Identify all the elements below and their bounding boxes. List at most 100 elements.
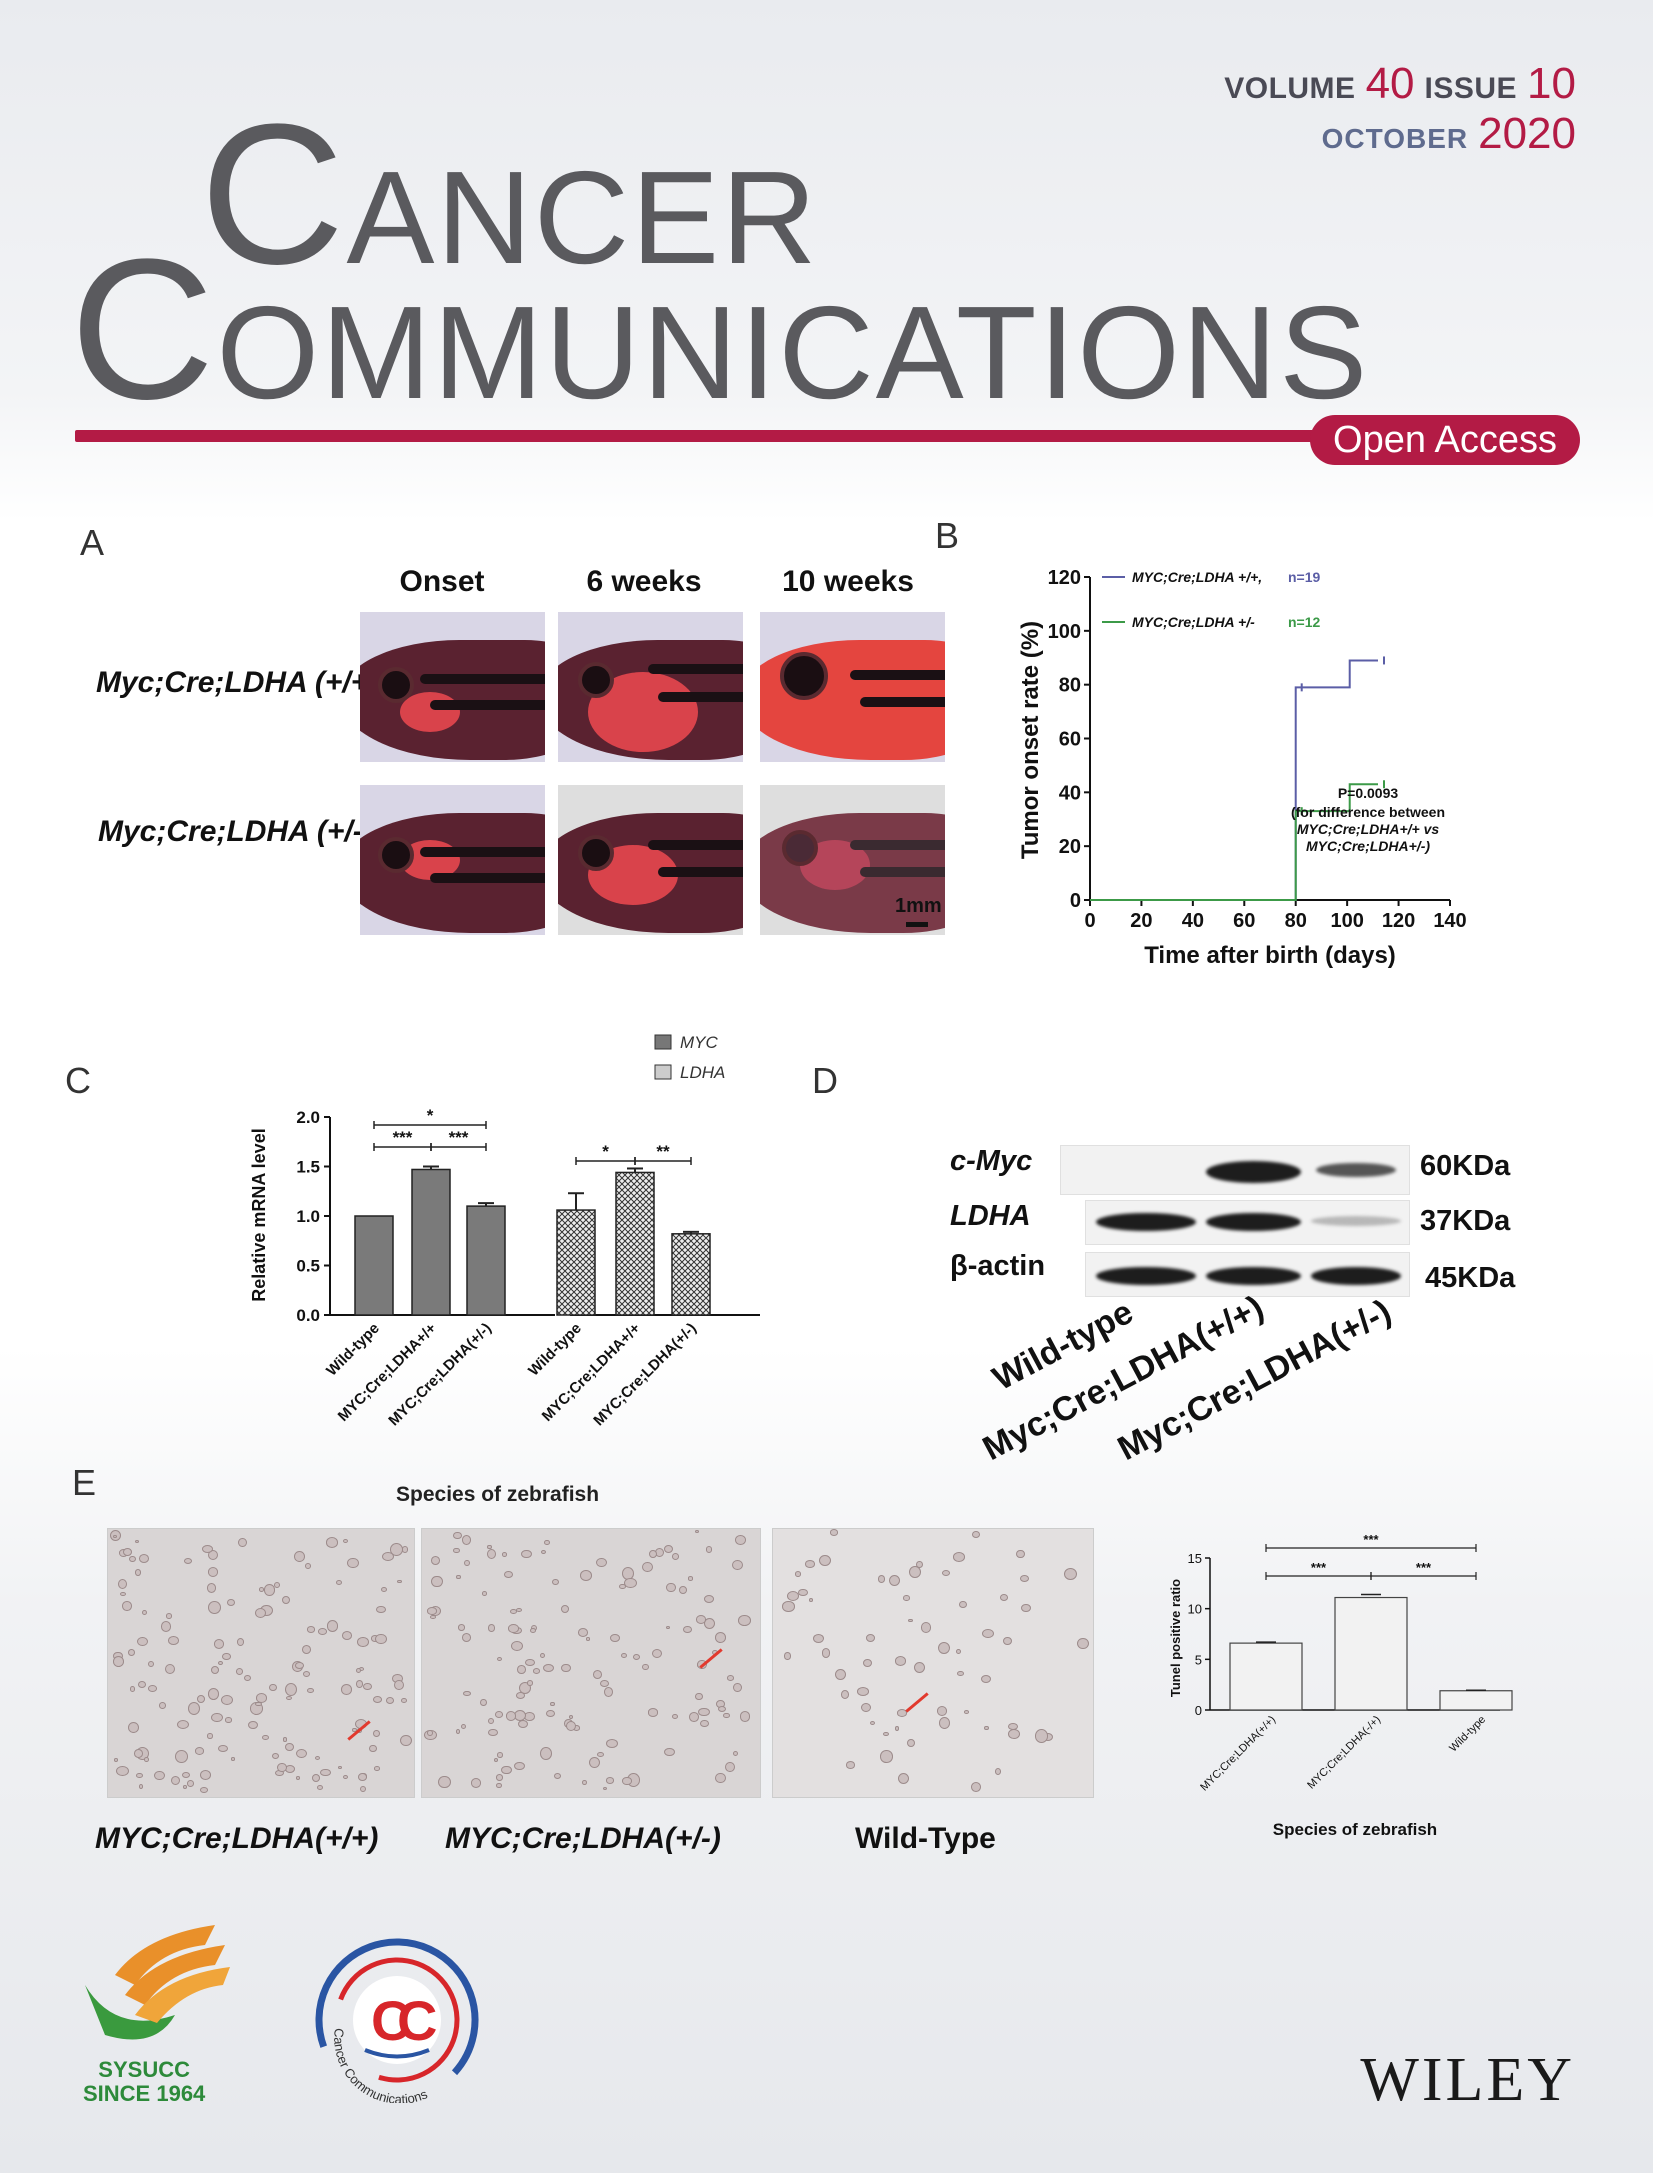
cell	[482, 1591, 488, 1596]
cell	[120, 1592, 127, 1597]
cell	[122, 1601, 132, 1611]
cell	[561, 1663, 571, 1673]
bar	[411, 1168, 451, 1316]
blot-size-cmyc: 60KDa	[1420, 1150, 1511, 1182]
cell	[335, 1580, 342, 1586]
y-tick-label: 1.5	[296, 1158, 320, 1177]
cell	[170, 1775, 181, 1786]
blot-label-ldha: LDHA	[950, 1200, 1031, 1232]
cell	[208, 1601, 221, 1614]
cell	[581, 1780, 587, 1785]
cell	[541, 1549, 547, 1555]
cell	[327, 1620, 339, 1632]
panel-label-c: C	[65, 1060, 91, 1101]
cell	[687, 1576, 694, 1581]
cell	[942, 1569, 951, 1576]
cell	[165, 1613, 173, 1620]
cell	[695, 1615, 706, 1624]
significance-label: *	[427, 1106, 434, 1125]
cell	[1016, 1549, 1026, 1559]
cell	[509, 1609, 517, 1615]
cell	[139, 1553, 150, 1563]
cell	[1000, 1593, 1009, 1601]
cell	[460, 1724, 466, 1730]
cell	[543, 1539, 550, 1546]
blot-strip-actin	[1085, 1252, 1410, 1297]
cell	[373, 1729, 380, 1737]
cell	[914, 1661, 926, 1674]
cell	[113, 1534, 118, 1539]
cell	[301, 1645, 311, 1655]
cell	[798, 1589, 808, 1597]
cell	[856, 1687, 870, 1697]
bar	[671, 1233, 711, 1316]
cell	[958, 1600, 967, 1609]
cell	[526, 1679, 533, 1686]
cell	[217, 1744, 229, 1753]
cell	[201, 1545, 213, 1554]
cell	[263, 1584, 275, 1596]
cell	[187, 1780, 195, 1787]
cell	[453, 1547, 460, 1554]
cell	[167, 1636, 179, 1645]
y-tick-label: 5	[1195, 1652, 1202, 1667]
x-tick-label: Wild-type	[525, 1320, 585, 1380]
bar	[1334, 1596, 1408, 1711]
cell	[127, 1722, 140, 1734]
cell	[906, 1738, 916, 1748]
sysucc-name: SYSUCC	[98, 2057, 190, 2082]
cell	[505, 1711, 517, 1721]
cell	[431, 1555, 441, 1565]
cell	[652, 1648, 663, 1658]
significance-label: *	[602, 1142, 609, 1161]
x-tick-label: MYC;Cre;LDHA(+/-)	[385, 1320, 495, 1430]
cell	[585, 1637, 590, 1641]
cell	[897, 1772, 910, 1785]
fish-photo-wt-6weeks	[558, 612, 743, 762]
cell	[994, 1767, 1002, 1776]
y-tick-label: 60	[1059, 729, 1081, 751]
cell	[503, 1570, 513, 1578]
row-ldha-wt: Myc;Cre;LDHA (+/+)	[96, 666, 379, 699]
blot-label-actin: β-actin	[950, 1250, 1046, 1282]
cell	[597, 1752, 604, 1758]
y-tick-label: 0	[1070, 890, 1081, 912]
cell	[211, 1712, 223, 1723]
blot-size-ldha: 37KDa	[1420, 1205, 1511, 1237]
cell	[159, 1702, 166, 1709]
journal-title-line1: CANCER	[200, 83, 819, 306]
cell	[1008, 1729, 1021, 1740]
cell	[909, 1565, 922, 1578]
cell	[129, 1685, 136, 1692]
cell	[642, 1664, 649, 1671]
cell	[133, 1748, 144, 1759]
cell	[176, 1719, 190, 1730]
cell	[804, 1560, 816, 1568]
cell	[970, 1782, 981, 1792]
cell	[1077, 1638, 1089, 1650]
cell	[312, 1773, 321, 1782]
cell	[553, 1773, 561, 1780]
cell	[497, 1752, 503, 1758]
cell	[187, 1702, 200, 1716]
cell	[834, 1668, 846, 1681]
cell	[695, 1692, 703, 1700]
cell	[610, 1634, 620, 1643]
cell	[222, 1653, 231, 1661]
cell	[285, 1695, 292, 1700]
cell	[137, 1637, 149, 1647]
significance-label: ***	[1363, 1532, 1379, 1547]
blot-strip-ldha	[1085, 1200, 1410, 1245]
cell	[889, 1575, 901, 1587]
cell	[514, 1762, 525, 1771]
cell	[426, 1730, 433, 1737]
cell	[488, 1718, 495, 1725]
cell	[733, 1750, 739, 1756]
cell	[325, 1537, 339, 1548]
svg-text:C: C	[371, 1989, 411, 2052]
cell	[700, 1719, 709, 1727]
cell	[860, 1702, 872, 1713]
cell	[679, 1586, 687, 1595]
cell	[936, 1705, 948, 1716]
cell	[464, 1559, 470, 1566]
